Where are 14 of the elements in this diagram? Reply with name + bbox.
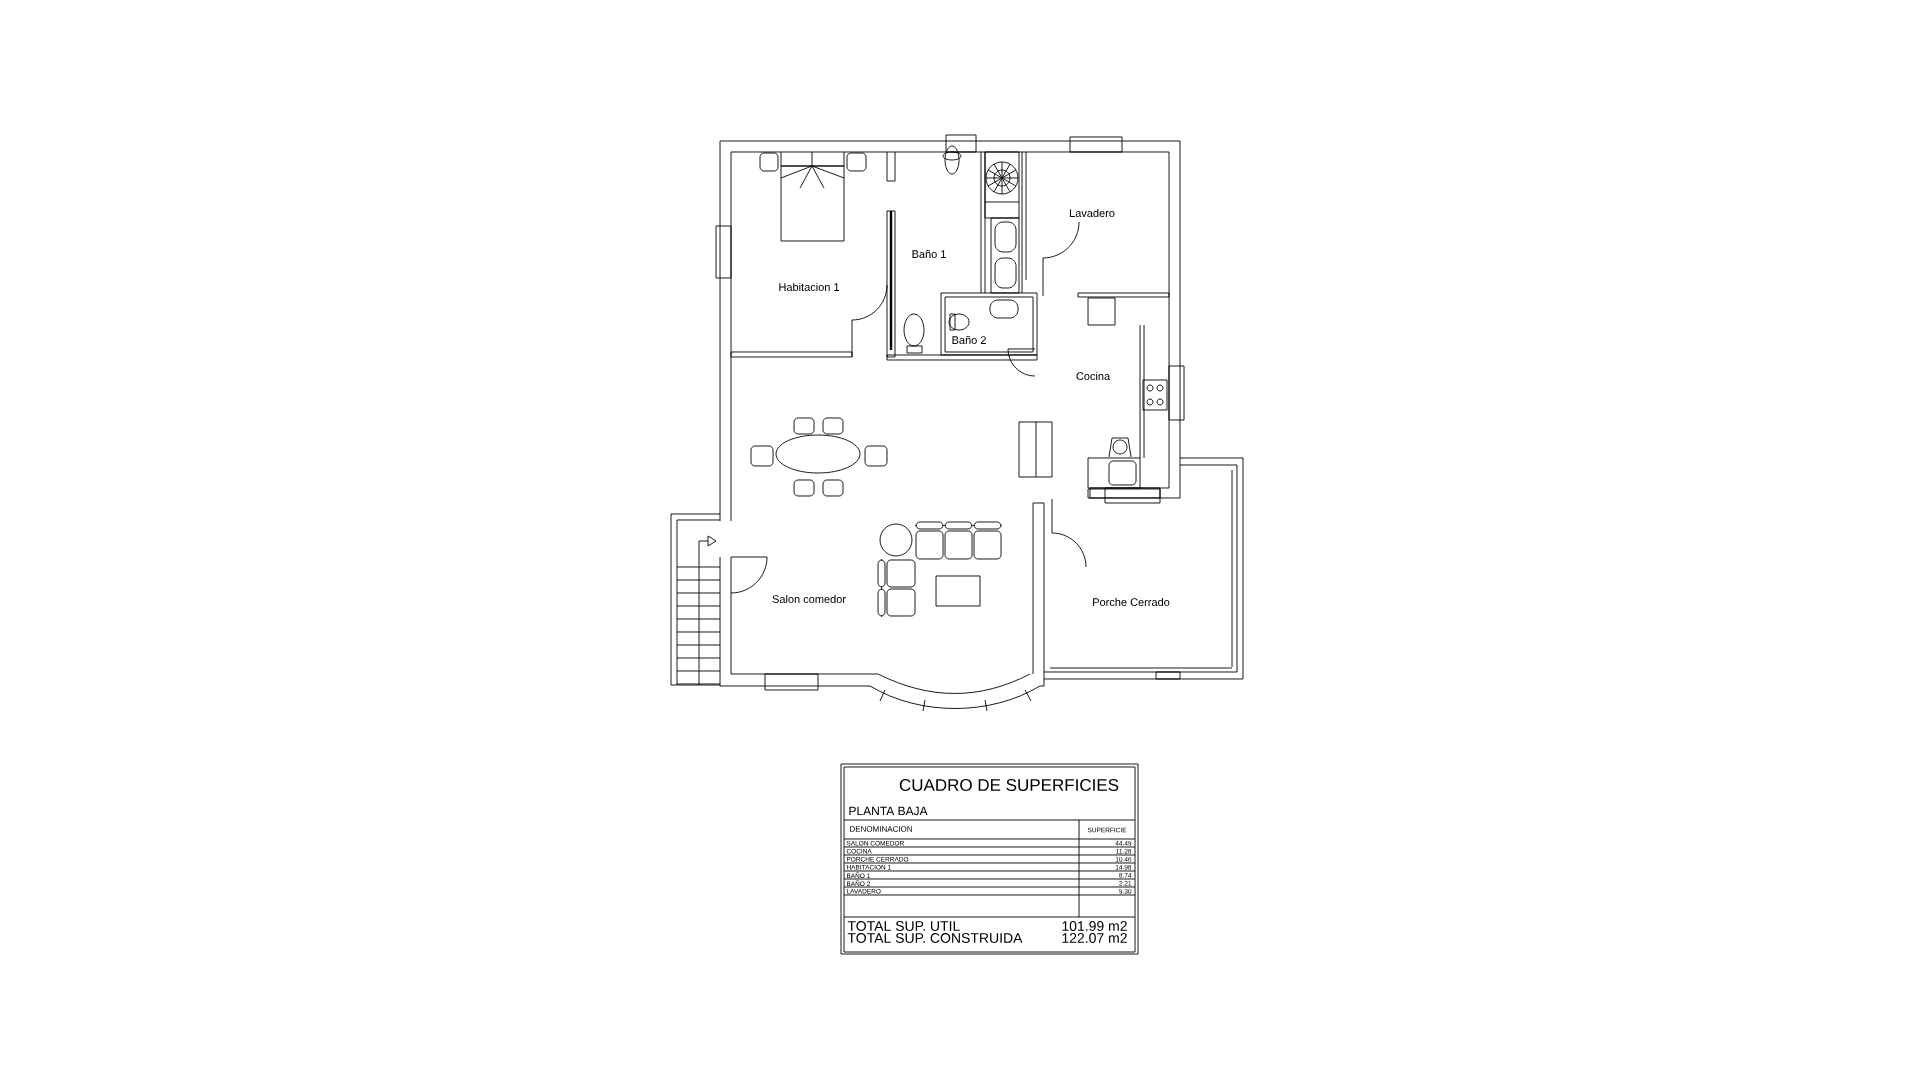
room-label: Cocina — [1076, 371, 1111, 380]
total-label: TOTAL SUP. CONSTRUIDA — [847, 933, 1023, 943]
room-label: Salon comedor — [772, 594, 846, 603]
room-label: Porche Cerrado — [1093, 597, 1170, 606]
table-title: CUADRO DE SUPERFICIES — [899, 779, 1119, 791]
room-label: Habitacion 1 — [779, 282, 840, 291]
room-label: Lavadero — [1070, 208, 1115, 217]
room-label: Baño 1 — [912, 250, 946, 258]
total-value: 101.99 m2 — [1062, 921, 1127, 931]
table-subtitle: PLANTA BAJA — [849, 806, 928, 816]
total-label: TOTAL SUP. UTIL — [847, 921, 960, 931]
total-value: 122.07 m2 — [1062, 933, 1127, 943]
room-label: Baño 2 — [952, 336, 986, 344]
column-heading: DENOMINACION — [850, 826, 912, 832]
